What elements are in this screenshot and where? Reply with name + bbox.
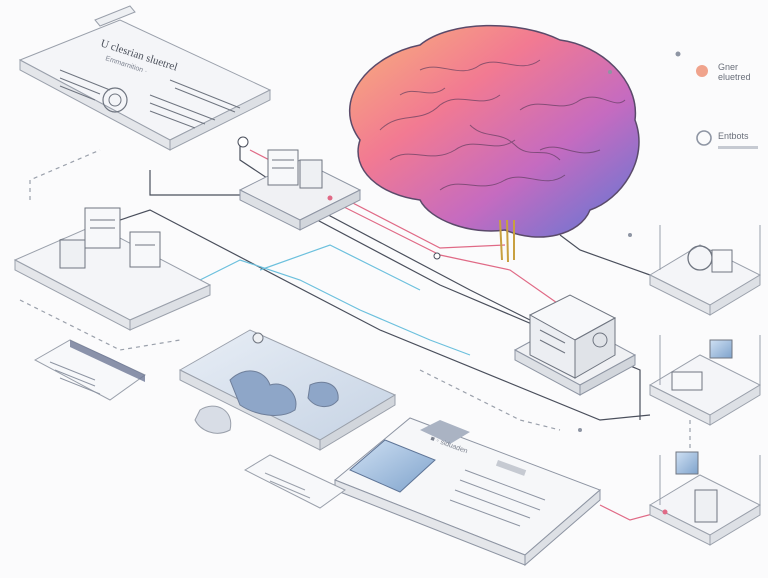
gauge-icon	[102, 87, 128, 113]
legend: Gner eluetred Entbots	[675, 51, 758, 149]
dashed-connector-3	[419, 369, 561, 431]
legend-label-2: Entbots	[718, 131, 749, 141]
terrain-map-tile	[178, 329, 397, 451]
bottom-screen-panel: ■ ◦ siduaden	[334, 417, 601, 567]
workstation-left	[13, 207, 212, 331]
brain-illustration	[237, 24, 640, 263]
dark-connector-1	[149, 170, 641, 420]
small-card-bottom-left	[243, 454, 346, 509]
server-unit-center	[513, 294, 637, 396]
server-block-top	[238, 149, 362, 231]
dashed-connector-2	[19, 299, 181, 351]
blue-connector-1	[199, 259, 471, 356]
blue-connector-2	[259, 244, 421, 291]
dark-connector-4	[559, 234, 651, 276]
info-card-left	[33, 339, 146, 401]
station-right-top	[648, 225, 762, 316]
legend-label-1b: eluetred	[718, 72, 751, 82]
accent-dots	[327, 70, 668, 515]
dashed-connector-1	[29, 149, 101, 200]
station-right-bottom	[648, 451, 762, 546]
legend-label-1: Gner	[718, 62, 738, 72]
red-connector-1	[319, 194, 561, 306]
station-right-middle	[648, 335, 762, 426]
top-left-panel: U clesrian sluetrel Emmarnition ·	[18, 5, 272, 151]
legend-dot-icon	[696, 65, 708, 77]
legend-swirl-icon	[696, 130, 712, 146]
